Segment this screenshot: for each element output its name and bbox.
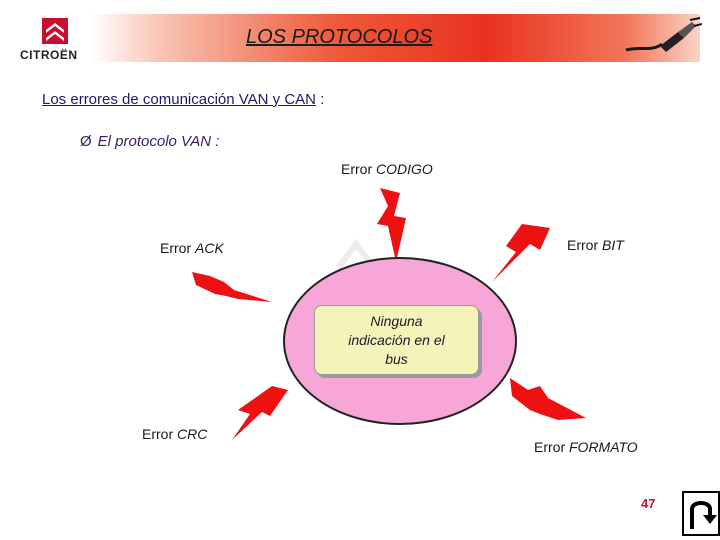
error-prefix: Error [534,439,569,455]
error-prefix: Error [567,237,602,253]
bolt-bit-icon [492,224,550,282]
page-number: 47 [641,496,655,511]
error-prefix: Error [160,240,195,256]
u-turn-arrow-icon [684,493,718,534]
error-name: BIT [602,237,624,253]
error-prefix: Error [142,426,177,442]
center-text-line: Ninguna [348,312,445,331]
bolt-ack-icon [192,272,272,302]
error-name: CRC [177,426,207,442]
center-text-line: indicación en el [348,331,445,350]
label-error-bit: Error BIT [567,237,624,253]
bolt-formato-icon [510,378,586,420]
center-text: Ninguna indicación en el bus [348,312,445,369]
label-error-ack: Error ACK [160,240,224,256]
bolt-codigo-icon [377,188,406,262]
bolt-crc-icon [232,386,288,440]
error-name: CODIGO [376,161,433,177]
error-name: ACK [195,240,224,256]
center-status-box: Ninguna indicación en el bus [314,305,479,375]
label-error-codigo: Error CODIGO [341,161,433,177]
return-button[interactable] [682,491,720,536]
center-text-line: bus [348,350,445,369]
error-name: FORMATO [569,439,638,455]
error-prefix: Error [341,161,376,177]
label-error-formato: Error FORMATO [534,439,638,455]
label-error-crc: Error CRC [142,426,207,442]
